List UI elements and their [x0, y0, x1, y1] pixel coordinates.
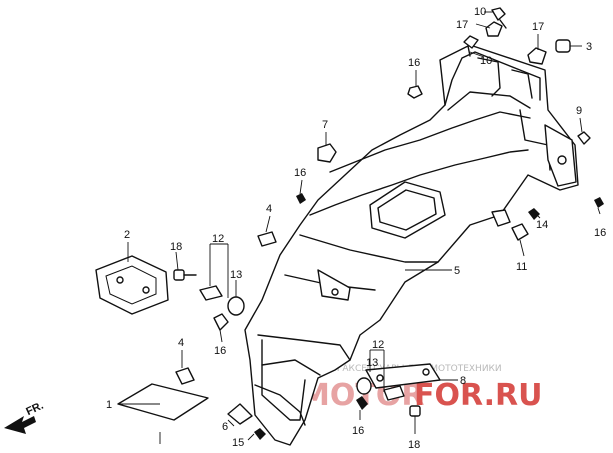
callout-7: 7 — [322, 119, 328, 131]
callout-16-e: 16 — [352, 425, 364, 437]
callout-9: 9 — [576, 105, 582, 117]
callout-5: 5 — [454, 265, 460, 277]
battery-tray-inner — [377, 189, 437, 231]
clip-17-right — [527, 47, 547, 65]
collar-13-lower — [356, 377, 372, 395]
grommet-16-b — [296, 193, 306, 204]
callout-4-lower: 4 — [178, 337, 184, 349]
callout-15: 15 — [232, 437, 244, 449]
clip-6 — [227, 403, 253, 425]
callout-10-lower: 10 — [480, 55, 492, 67]
callout-14: 14 — [536, 219, 548, 231]
fender-tab-hole — [331, 288, 339, 296]
collar-13-upper — [227, 296, 245, 316]
cushion-4-upper — [257, 215, 277, 247]
callout-3: 3 — [586, 41, 592, 53]
fender-lower-box — [261, 339, 306, 421]
watermark-logo-right: FOR.RU — [414, 378, 543, 413]
callout-2: 2 — [124, 229, 130, 241]
screw-10-top — [491, 7, 507, 29]
grommet-16-e — [356, 396, 368, 410]
front-indicator: FR. — [4, 400, 45, 434]
front-label: FR. — [24, 400, 45, 418]
fender-rim — [444, 51, 541, 111]
bracket-2 — [95, 242, 169, 315]
fender-right-ear — [544, 124, 577, 187]
callout-4-upper: 4 — [266, 203, 272, 215]
callout-16-a: 16 — [408, 57, 420, 69]
callout-16-c: 16 — [594, 227, 606, 239]
callout-6: 6 — [222, 421, 228, 433]
front-arrow-icon — [4, 416, 36, 434]
callout-16-b: 16 — [294, 167, 306, 179]
callout-1: 1 — [106, 399, 112, 411]
grommet-16-a — [407, 85, 423, 99]
fender-tab-right — [491, 209, 511, 227]
fender-lower-panel — [254, 334, 351, 426]
rear-fender-body — [244, 44, 579, 446]
screw-9 — [577, 131, 591, 145]
callout-17-left: 17 — [456, 19, 468, 31]
screw-15 — [254, 428, 266, 440]
callout-16-d: 16 — [214, 345, 226, 357]
fender-inner-contour — [309, 149, 529, 216]
bracket-7 — [317, 132, 337, 163]
fender-right-ear-hole — [557, 155, 567, 165]
callout-labels: 10 17 10 17 3 16 9 7 16 4 14 16 2 12 18 … — [106, 6, 606, 451]
screw-10-lower — [463, 35, 479, 57]
collar-3 — [555, 39, 582, 53]
plate-1 — [117, 383, 209, 421]
callout-18-lower: 18 — [408, 439, 420, 451]
rod-12-lower — [369, 349, 405, 401]
rear-fender — [244, 44, 579, 446]
grommet-16-c — [594, 197, 604, 208]
clip-17-left — [485, 21, 503, 37]
bolt-14 — [528, 208, 540, 220]
callout-17-right: 17 — [532, 21, 544, 33]
callout-12-upper: 12 — [212, 233, 224, 245]
clip-11 — [511, 223, 529, 241]
bolt-18-lower — [409, 405, 421, 434]
callout-18-upper: 18 — [170, 241, 182, 253]
callout-13-upper: 13 — [230, 269, 242, 281]
grommet-16-d — [213, 313, 229, 331]
bolt-18-upper — [173, 269, 197, 281]
callout-8: 8 — [460, 375, 466, 387]
callout-10-top: 10 — [474, 6, 486, 18]
fender-tab-left — [317, 269, 351, 301]
cushion-4-lower — [175, 350, 195, 385]
fender-upper-contour — [329, 111, 531, 173]
callout-11: 11 — [516, 261, 527, 273]
callout-12-lower: 12 — [372, 339, 384, 351]
callout-13-lower: 13 — [366, 357, 378, 369]
rod-12-upper — [199, 243, 229, 301]
leader-lines — [159, 11, 601, 444]
